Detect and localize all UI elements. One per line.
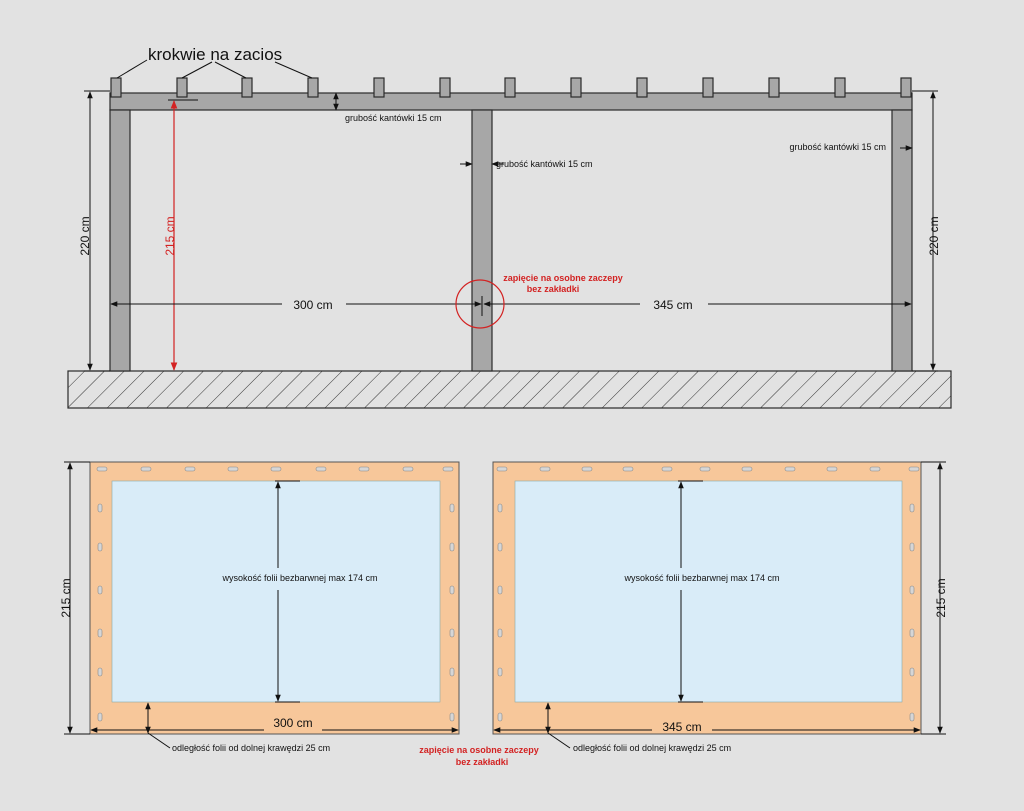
eyelet [497, 585, 503, 595]
right-post [891, 109, 913, 372]
panel-left-foil [111, 480, 441, 703]
right-height-label: 220 cm [927, 216, 941, 255]
panel-left-eyelets [96, 466, 455, 722]
panel-right-bottom-dist-leader [547, 732, 571, 749]
ground [67, 370, 952, 409]
split-note-line1: zapięcie na osobne zaczepy [503, 273, 623, 283]
eyelet [909, 542, 915, 552]
panel-left-bottom-dist-leader [147, 732, 171, 749]
eyelet [97, 542, 103, 552]
rafter [702, 77, 714, 98]
panel-left-foil-height-label: wysokość folii bezbarwnej max 174 cm [221, 573, 377, 583]
split-note-line2: bez zakładki [527, 284, 580, 294]
eyelet [449, 585, 455, 595]
eyelet [442, 466, 454, 472]
eyelet [449, 712, 455, 722]
panel-right-eyelets [496, 466, 920, 722]
rafters [110, 77, 912, 98]
eyelet [97, 628, 103, 638]
eyelet [227, 466, 239, 472]
eyelet [909, 585, 915, 595]
rafter [768, 77, 780, 98]
eyelet [184, 466, 196, 472]
rafter [373, 77, 385, 98]
panel-right-bottom-dist-label: odległość folii od dolnej krawędzi 25 cm [573, 743, 731, 753]
eyelet [497, 712, 503, 722]
inner-height-label: 215 cm [163, 216, 177, 255]
eyelet [908, 466, 920, 472]
eyelet [909, 628, 915, 638]
panel-left-bottom-dist-label: odległość folii od dolnej krawędzi 25 cm [172, 743, 330, 753]
panel-left-width-label: 300 cm [273, 716, 312, 730]
eyelet [140, 466, 152, 472]
panel-right: wysokość folii bezbarwnej max 174 cm 215… [492, 461, 948, 753]
split-highlight-circle [455, 279, 505, 329]
eyelet [402, 466, 414, 472]
panel-left-height-label: 215 cm [59, 578, 73, 617]
eyelet [581, 466, 593, 472]
eyelet [699, 466, 711, 472]
right-post-label: grubość kantówki 15 cm [789, 142, 886, 152]
eyelet [909, 712, 915, 722]
eyelet [661, 466, 673, 472]
eyelet [497, 628, 503, 638]
right-span-label: 345 cm [653, 298, 692, 312]
eyelet [97, 503, 103, 513]
eyelet [622, 466, 634, 472]
panel-right-width-label: 345 cm [662, 720, 701, 734]
panel-right-height-label: 215 cm [934, 578, 948, 617]
eyelet [96, 466, 108, 472]
eyelet [97, 585, 103, 595]
beam-thickness-label: grubość kantówki 15 cm [345, 113, 442, 123]
rafter [307, 77, 319, 98]
eyelet [784, 466, 796, 472]
eyelet [869, 466, 881, 472]
rafter [176, 77, 188, 98]
rafter [504, 77, 516, 98]
left-span-label: 300 cm [293, 298, 332, 312]
eyelet [909, 503, 915, 513]
rafter [439, 77, 451, 98]
eyelet [449, 667, 455, 677]
eyelet [97, 712, 103, 722]
eyelet [741, 466, 753, 472]
eyelet [358, 466, 370, 472]
rafters-label: krokwie na zacios [148, 45, 282, 64]
eyelet [97, 667, 103, 677]
rafter [636, 77, 648, 98]
eyelet [449, 542, 455, 552]
eyelet [449, 628, 455, 638]
bottom-note-line2: bez zakładki [456, 757, 509, 767]
middle-post [471, 109, 493, 372]
eyelet [496, 466, 508, 472]
bottom-note-line1: zapięcie na osobne zaczepy [419, 745, 539, 755]
middle-post-label: grubość kantówki 15 cm [496, 159, 593, 169]
eyelet [497, 503, 503, 513]
eyelet [909, 667, 915, 677]
eyelet [449, 503, 455, 513]
rafter [900, 77, 912, 98]
eyelet [270, 466, 282, 472]
eyelet [826, 466, 838, 472]
rafter [110, 77, 122, 98]
rafter [570, 77, 582, 98]
pergola-elevation: krokwie na zacios grubość kantówki 15 cm… [67, 45, 952, 409]
eyelet [315, 466, 327, 472]
eyelet [497, 667, 503, 677]
panel-right-foil-height-label: wysokość folii bezbarwnej max 174 cm [623, 573, 779, 583]
rafter [834, 77, 846, 98]
eyelet [497, 542, 503, 552]
rafter [241, 77, 253, 98]
left-height-label: 220 cm [78, 216, 92, 255]
eyelet [539, 466, 551, 472]
left-post [109, 109, 131, 372]
rafters-leaders [116, 59, 313, 79]
panel-left: wysokość folii bezbarwnej max 174 cm 215… [59, 461, 460, 753]
panel-right-foil [514, 480, 903, 703]
